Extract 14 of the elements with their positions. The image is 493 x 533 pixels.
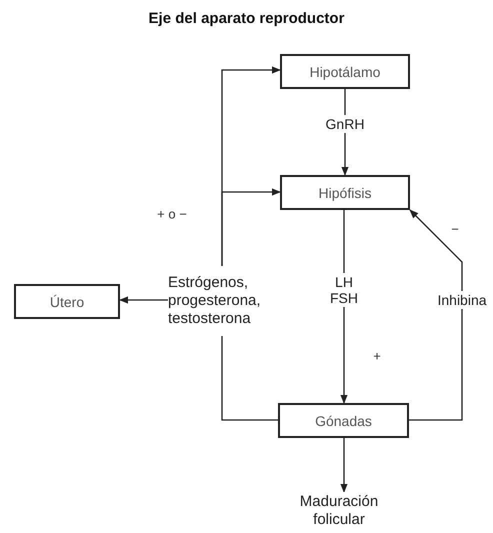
process-box: Hipotálamo [280, 54, 410, 89]
process-box: Hipófisis [280, 175, 410, 210]
edge-label: GnRH [324, 115, 366, 133]
sign-label: + o − [157, 206, 187, 222]
sign-label: + [373, 348, 381, 364]
arrow [221, 188, 281, 266]
connector-line [221, 336, 278, 421]
diagram-title: Eje del aparato reproductor [148, 10, 346, 27]
arrow [409, 209, 463, 421]
process-box: Gónadas [278, 403, 409, 438]
process-box: Útero [14, 284, 120, 319]
arrow [340, 438, 348, 493]
sign-label: − [451, 222, 459, 236]
arrow [119, 296, 168, 304]
